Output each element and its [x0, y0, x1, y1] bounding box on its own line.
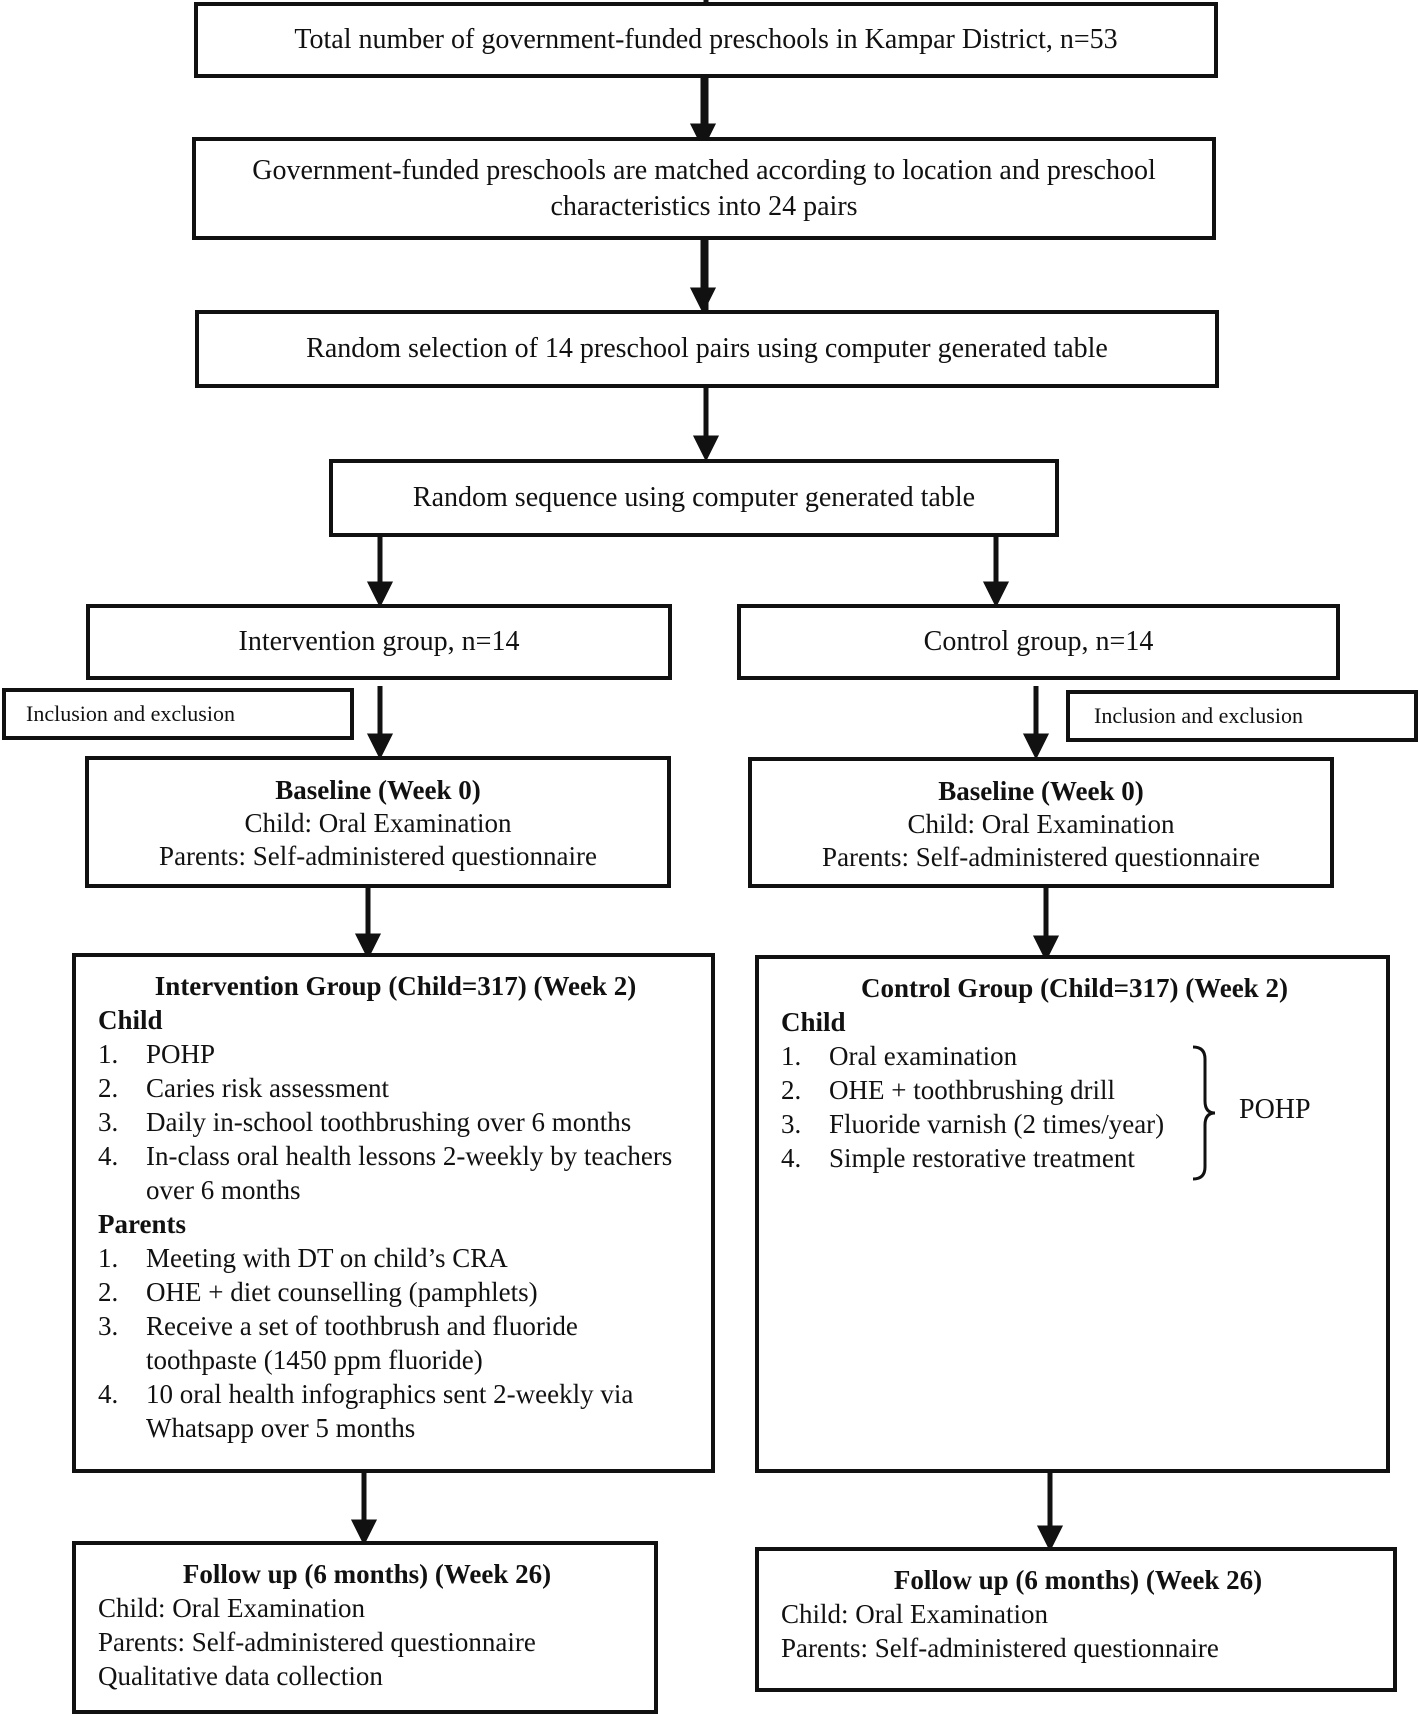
control-child-heading: Child	[781, 1007, 846, 1037]
list-item: 3.Fluoride varnish (2 times/year)	[781, 1109, 1165, 1139]
followup-left-child: Child: Oral Examination	[98, 1593, 365, 1623]
intervention-child-list: 1.POHP 2.Caries risk assessment 3.Daily …	[98, 1037, 693, 1207]
control-group-box: Control group, n=14	[737, 604, 1340, 680]
arrowhead	[689, 287, 717, 314]
intervention-child-heading: Child	[98, 1005, 163, 1035]
inclusion-right-text: Inclusion and exclusion	[1094, 703, 1303, 728]
pohp-brace-icon	[1192, 1045, 1216, 1181]
arrowhead	[366, 581, 394, 608]
list-item: 3.Daily in-school toothbrushing over 6 m…	[98, 1107, 632, 1137]
baseline-right-parents: Parents: Self-administered questionnaire	[822, 842, 1260, 872]
arrowhead	[366, 733, 394, 760]
control-child-list: 1.Oral examination 2.OHE + toothbrushing…	[781, 1039, 1368, 1175]
list-item: 2.Caries risk assessment	[98, 1073, 389, 1103]
baseline-left-child: Child: Oral Examination	[244, 808, 512, 838]
matched-pairs-box: Government-funded preschools are matched…	[192, 137, 1216, 240]
control-detail-title: Control Group (Child=317) (Week 2)	[861, 973, 1288, 1003]
arrowhead	[692, 435, 720, 462]
inclusion-left-text: Inclusion and exclusion	[26, 701, 235, 726]
baseline-left-parents: Parents: Self-administered questionnaire	[159, 841, 597, 871]
intervention-parents-list: 1.Meeting with DT on child’s CRA 2.OHE +…	[98, 1241, 693, 1445]
arrowhead	[982, 581, 1010, 608]
inclusion-exclusion-left: Inclusion and exclusion	[2, 688, 354, 740]
followup-left-title: Follow up (6 months) (Week 26)	[182, 1559, 552, 1589]
arrowhead	[354, 933, 382, 960]
random-sequence-text: Random sequence using computer generated…	[412, 482, 976, 513]
list-item: 2.OHE + diet counselling (pamphlets)	[98, 1277, 538, 1307]
arrowhead	[1036, 1525, 1064, 1552]
intervention-detail-box: Intervention Group (Child=317) (Week 2) …	[72, 953, 715, 1473]
baseline-right-child: Child: Oral Examination	[907, 809, 1175, 839]
baseline-left-title: Baseline (Week 0)	[275, 775, 481, 805]
matched-pairs-text: Government-funded preschools are matched…	[252, 154, 1156, 222]
followup-left-box: Follow up (6 months) (Week 26) Child: Or…	[72, 1541, 658, 1714]
random-selection-text: Random selection of 14 preschool pairs u…	[306, 333, 1108, 364]
list-item: 1.POHP	[98, 1039, 216, 1069]
followup-right-box: Follow up (6 months) (Week 26) Child: Or…	[755, 1547, 1397, 1692]
followup-left-parents: Parents: Self-administered questionnaire	[98, 1627, 536, 1657]
arrowhead	[350, 1519, 378, 1546]
arrowhead	[1032, 935, 1060, 962]
list-item: 2.OHE + toothbrushing drill	[781, 1075, 1115, 1105]
followup-right-title: Follow up (6 months) (Week 26)	[893, 1565, 1263, 1595]
control-detail-box: Control Group (Child=317) (Week 2) Child…	[755, 955, 1390, 1473]
followup-right-parents: Parents: Self-administered questionnaire	[781, 1633, 1219, 1663]
random-sequence-box: Random sequence using computer generated…	[329, 459, 1059, 537]
intervention-group-text: Intervention group, n=14	[238, 626, 520, 657]
pohp-brace-label: POHP	[1239, 1094, 1311, 1125]
followup-left-qualitative: Qualitative data collection	[98, 1661, 383, 1691]
list-item: 4.10 oral health infographics sent 2-wee…	[98, 1379, 634, 1443]
baseline-left-box: Baseline (Week 0) Child: Oral Examinatio…	[85, 756, 671, 888]
random-selection-box: Random selection of 14 preschool pairs u…	[195, 310, 1219, 388]
baseline-right-box: Baseline (Week 0) Child: Oral Examinatio…	[748, 757, 1334, 888]
arrowhead	[1022, 733, 1050, 760]
list-item: 4.Simple restorative treatment	[781, 1143, 1135, 1173]
inclusion-exclusion-right: Inclusion and exclusion	[1066, 690, 1418, 742]
list-item: 1.Meeting with DT on child’s CRA	[98, 1243, 508, 1273]
followup-right-child: Child: Oral Examination	[781, 1599, 1048, 1629]
intervention-parents-heading: Parents	[98, 1209, 186, 1239]
list-item: 1.Oral examination	[781, 1041, 1018, 1071]
list-item: 3.Receive a set of toothbrush and fluori…	[98, 1311, 578, 1375]
control-group-text: Control group, n=14	[923, 626, 1154, 657]
intervention-group-box: Intervention group, n=14	[86, 604, 672, 680]
list-item: 4.In-class oral health lessons 2-weekly …	[98, 1141, 673, 1205]
baseline-right-title: Baseline (Week 0)	[938, 776, 1144, 806]
total-preschools-text: Total number of government-funded presch…	[294, 24, 1118, 55]
intervention-detail-title: Intervention Group (Child=317) (Week 2)	[154, 971, 637, 1001]
total-preschools-box: Total number of government-funded presch…	[194, 2, 1218, 78]
